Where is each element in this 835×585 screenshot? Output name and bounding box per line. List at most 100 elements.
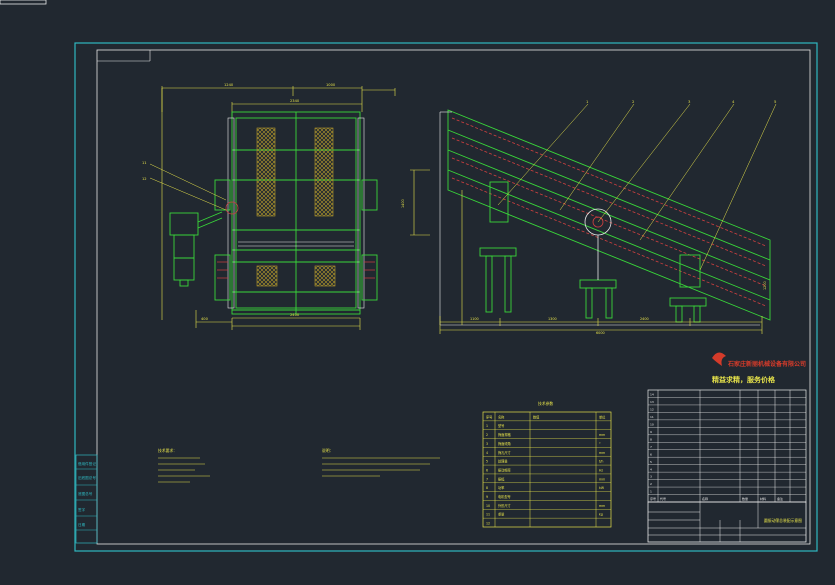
screen-box-front <box>231 111 361 315</box>
balloon-4: 4 <box>732 99 735 104</box>
front-bottom-dimensions <box>231 317 361 330</box>
specs-cell: 5 <box>486 460 488 464</box>
parts-header-cell: 代号 <box>660 496 666 501</box>
balloon-5: 5 <box>774 99 777 104</box>
screen-box-front-details <box>227 117 365 309</box>
stamp-label: 底图总号 <box>78 491 93 496</box>
specs-cell: 型号 <box>498 423 504 428</box>
dim-side-seg-1: 1100 <box>470 317 479 321</box>
dim-front-top-left: 1240 <box>224 83 234 87</box>
specs-cell: kg <box>599 513 603 517</box>
side-bottom-dimensions <box>439 316 763 334</box>
specs-header-cell: 序号 <box>486 414 492 419</box>
specs-cell: ° <box>599 442 601 446</box>
specs-cell: 8 <box>486 486 488 490</box>
exciter <box>584 208 612 280</box>
side-view[interactable]: 1 2 3 4 5 1400 1200 1100 1300 2400 6000 <box>401 99 777 335</box>
drawing-title: 圆振动筛总装配示意图 <box>764 518 802 523</box>
front-red-details <box>217 201 375 279</box>
company-logo-icon <box>712 352 726 366</box>
specs-header-cell: 数值 <box>533 414 540 419</box>
front-label-11: 11 <box>142 161 147 165</box>
balloon-1: 1 <box>586 99 589 104</box>
stamp-label: 日期 <box>78 522 86 527</box>
specs-cell: 筛面倾角 <box>498 441 511 446</box>
mesh-panels <box>256 127 336 287</box>
specs-cell: 12 <box>486 522 490 526</box>
dim-front-left-offset: 400 <box>201 317 209 321</box>
specs-cell: 电机型号 <box>498 494 511 499</box>
notes-right-heading: 说明： <box>322 448 333 453</box>
specs-cell: 3 <box>486 442 488 446</box>
specs-cell: 9 <box>486 495 488 499</box>
parts-cell: 3 <box>650 475 652 479</box>
company-slogan: 精益求精，服务价格 <box>712 375 776 384</box>
company-block: 石家庄新丽机械设备有限公司 精益求精，服务价格 <box>712 352 806 384</box>
front-left-dimension <box>161 88 232 328</box>
parts-cell: 10 <box>650 422 654 426</box>
specs-cell: 10 <box>486 504 490 508</box>
parts-cell: 4 <box>650 467 652 471</box>
left-stamp-column: 借用件登记 旧底图总号 底图总号 签字 日期 <box>75 454 98 544</box>
dim-side-overall: 6000 <box>596 331 605 335</box>
dim-front-overall: 2340 <box>290 99 300 103</box>
specs-cell: kW <box>599 486 605 490</box>
dim-side-height-left: 1400 <box>401 199 405 208</box>
parts-header-cell: 名称 <box>702 496 708 501</box>
balloon-2: 2 <box>632 99 635 104</box>
parts-list[interactable]: 1413121110987654321序号代号名称数量材料备注 <box>647 389 807 503</box>
parts-cell: 13 <box>650 400 654 404</box>
side-frame-outline <box>439 111 760 326</box>
screen-deck-hatch <box>451 117 767 307</box>
specs-cell: 筛面规格 <box>498 432 512 437</box>
parts-header-cell: 材料 <box>760 496 766 501</box>
parts-cell: 12 <box>650 408 654 412</box>
parts-cell: 6 <box>650 452 652 456</box>
specs-cell: mm <box>599 477 605 481</box>
parts-header-cell: 备注 <box>777 496 783 501</box>
side-leaders <box>497 103 777 271</box>
title-block: 圆振动筛总装配示意图 <box>647 501 807 543</box>
parts-cell: 7 <box>650 445 652 449</box>
specs-cell: mm <box>599 451 605 455</box>
notes-right: 说明： <box>322 448 440 477</box>
parts-cell: 8 <box>650 437 652 441</box>
side-left-dimensions <box>410 169 463 325</box>
parts-cell: 9 <box>650 430 652 434</box>
specs-cell: 7 <box>486 477 488 481</box>
drive-motor <box>169 211 223 287</box>
dim-front-top-right: 1000 <box>326 83 336 87</box>
specs-cell: mm <box>599 433 605 437</box>
parts-cell: 2 <box>650 482 652 486</box>
specs-cell: 重量 <box>498 512 505 517</box>
outer-frame <box>74 42 818 552</box>
company-name: 石家庄新丽机械设备有限公司 <box>727 360 806 368</box>
specs-header-cell: 单位 <box>599 414 606 419</box>
parts-cell: 5 <box>650 460 652 464</box>
specs-cell: 11 <box>486 513 490 517</box>
specs-cell: 6 <box>486 468 488 472</box>
balloon-3: 3 <box>688 99 691 104</box>
specs-cell: t/h <box>599 460 603 464</box>
specs-cell: 振动频率 <box>498 467 512 472</box>
specs-cell: 外形尺寸 <box>498 503 512 508</box>
specs-cell: 处理量 <box>498 459 508 464</box>
inner-frame <box>96 49 811 545</box>
front-label-12: 12 <box>142 177 147 181</box>
dim-side-height-right: 1200 <box>763 281 767 290</box>
specs-cell: 1 <box>486 424 488 428</box>
side-supports <box>479 181 707 323</box>
notes-left: 技术要求： <box>158 448 210 483</box>
stamp-label: 签字 <box>78 507 86 512</box>
front-leaders <box>149 163 227 211</box>
ucs-marker <box>0 0 47 5</box>
front-view[interactable]: 1240 1000 2340 <box>142 83 396 330</box>
parts-header-cell: 数量 <box>742 496 748 501</box>
specs-table-title: 技术参数 <box>538 401 553 406</box>
specs-cell: 功率 <box>498 485 505 490</box>
parts-header-cell: 序号 <box>650 496 656 501</box>
specs-cell: 2 <box>486 433 488 437</box>
dim-side-seg-2: 1300 <box>548 317 557 321</box>
